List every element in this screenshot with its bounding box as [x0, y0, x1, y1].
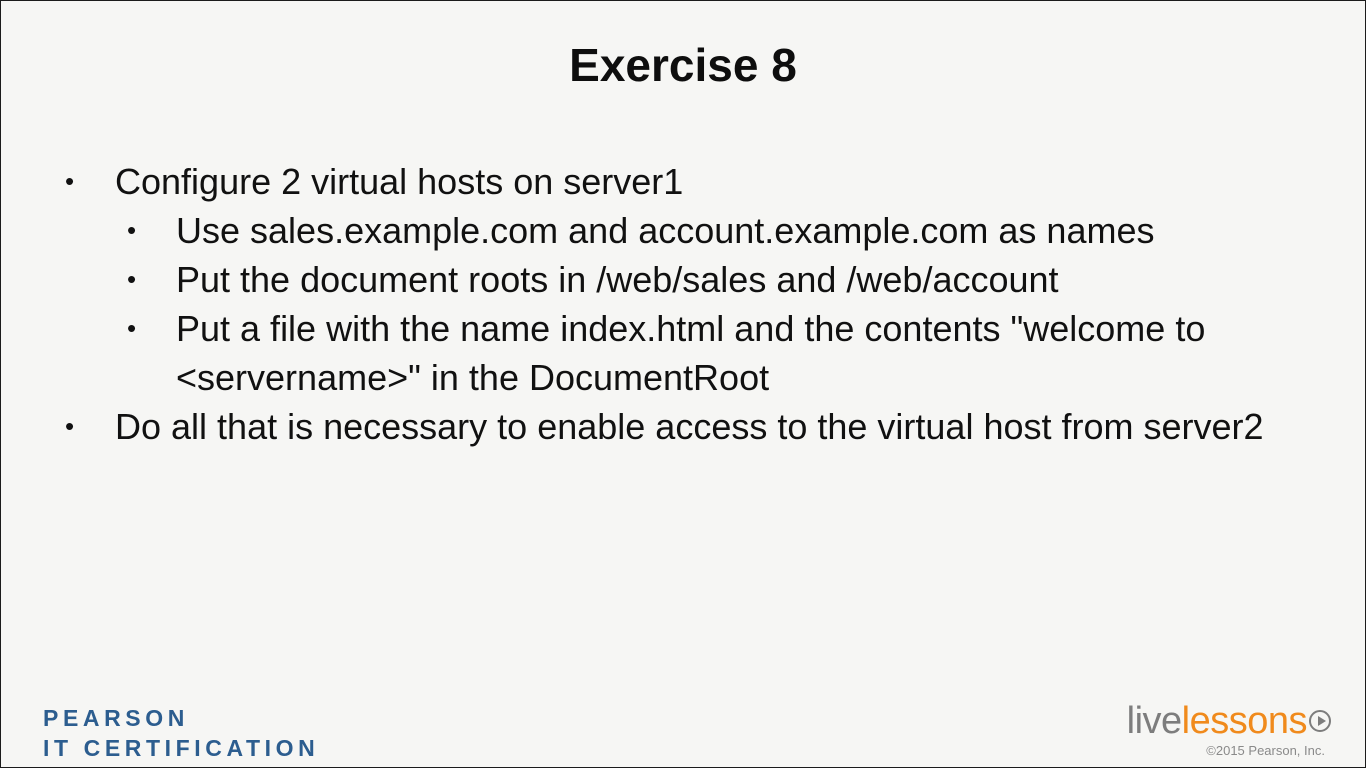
- bullet-marker: •: [127, 264, 137, 294]
- slide-title: Exercise 8: [569, 39, 797, 91]
- pearson-logo-line1: PEARSON: [43, 705, 189, 731]
- bullet-marker: •: [127, 313, 137, 343]
- pearson-logo: PEARSON IT CERTIFICATION: [43, 703, 319, 763]
- bullet-text: Do all that is necessary to enable acces…: [115, 406, 1264, 447]
- livelessons-live-text: live: [1126, 700, 1183, 742]
- bullet-marker: •: [65, 166, 75, 196]
- bullet-item-3: • Put the document roots in /web/sales a…: [1, 255, 1331, 304]
- livelessons-lessons-text: lessons: [1181, 700, 1308, 742]
- bullet-item-2: • Use sales.example.com and account.exam…: [1, 206, 1331, 255]
- bullet-marker: •: [65, 411, 75, 441]
- play-icon: [1309, 709, 1331, 732]
- livelessons-logo: livelessons ©2015 Pearson, Inc.: [1127, 701, 1331, 759]
- bullet-list: • Configure 2 virtual hosts on server1 •…: [1, 157, 1331, 451]
- pearson-logo-line2: IT CERTIFICATION: [43, 735, 320, 761]
- bullet-item-1: • Configure 2 virtual hosts on server1: [1, 157, 1331, 206]
- bullet-item-4: • Put a file with the name index.html an…: [1, 304, 1331, 402]
- bullet-item-5: • Do all that is necessary to enable acc…: [1, 402, 1331, 451]
- bullet-text: Configure 2 virtual hosts on server1: [115, 161, 684, 202]
- copyright-text: ©2015 Pearson, Inc.: [1206, 743, 1325, 758]
- bullet-text: Put the document roots in /web/sales and…: [176, 259, 1059, 300]
- bullet-text: Use sales.example.com and account.exampl…: [176, 210, 1155, 251]
- bullet-text: Put a file with the name index.html and …: [176, 308, 1206, 398]
- bullet-marker: •: [127, 215, 137, 245]
